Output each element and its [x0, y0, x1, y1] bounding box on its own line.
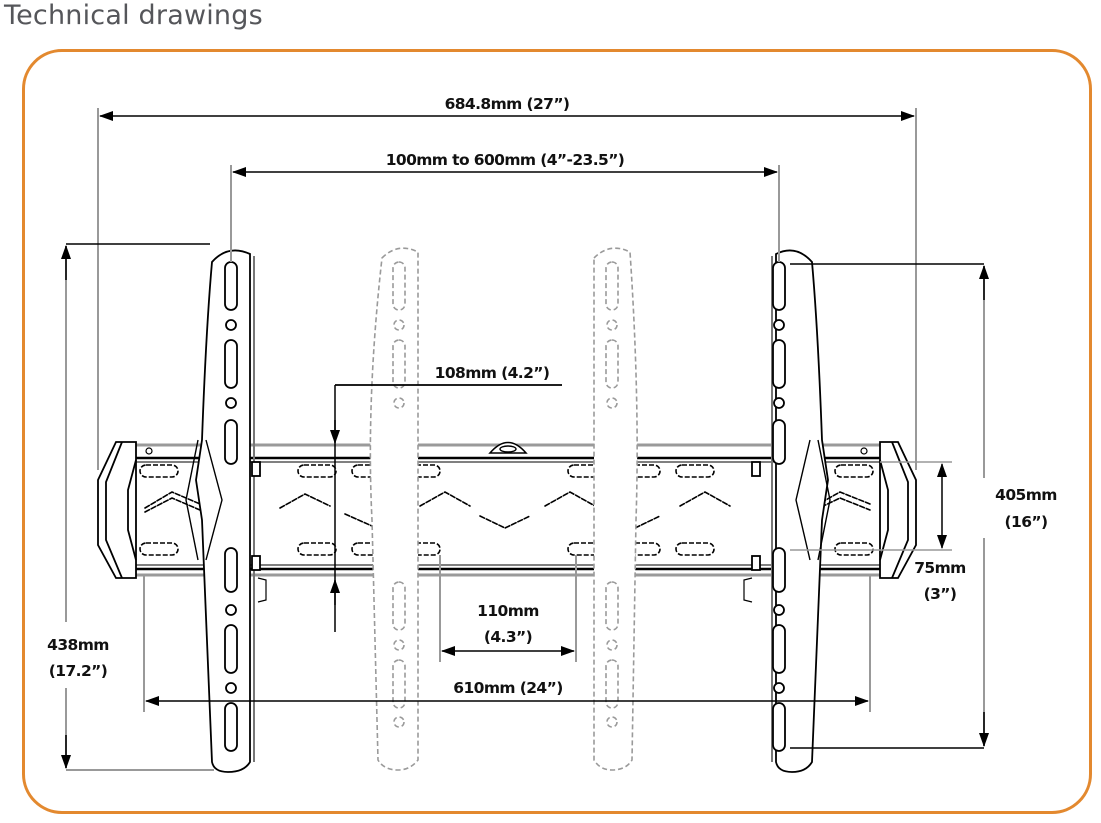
drawing-frame	[22, 49, 1092, 814]
max-vertical-label-in: (16”)	[1005, 513, 1048, 531]
section-title: Technical drawings	[4, 0, 263, 31]
rail-width-label: 610mm (24”)	[453, 679, 562, 697]
overall-height-label-mm: 438mm	[47, 636, 109, 654]
ghost-arm-left	[369, 247, 419, 771]
arm-offset-label: 108mm (4.2”)	[435, 364, 550, 382]
left-end-cap	[97, 441, 137, 579]
ghost-arm-right	[593, 247, 638, 771]
rail-height-label-in: (3”)	[924, 585, 957, 603]
vesa-range-label: 100mm to 600mm (4”-23.5”)	[386, 151, 625, 169]
min-spacing-label-mm: 110mm	[477, 602, 539, 620]
right-mounting-arm	[743, 249, 831, 773]
overall-height-label-in: (17.2”)	[49, 662, 107, 680]
overall-width-label: 684.8mm (27”)	[445, 95, 570, 113]
left-mounting-arm	[185, 249, 267, 773]
dimension-lines	[61, 108, 989, 771]
min-spacing-label-in: (4.3”)	[484, 628, 532, 646]
rail-height-label-mm: 75mm	[914, 559, 965, 577]
max-vertical-label-mm: 405mm	[995, 486, 1057, 504]
